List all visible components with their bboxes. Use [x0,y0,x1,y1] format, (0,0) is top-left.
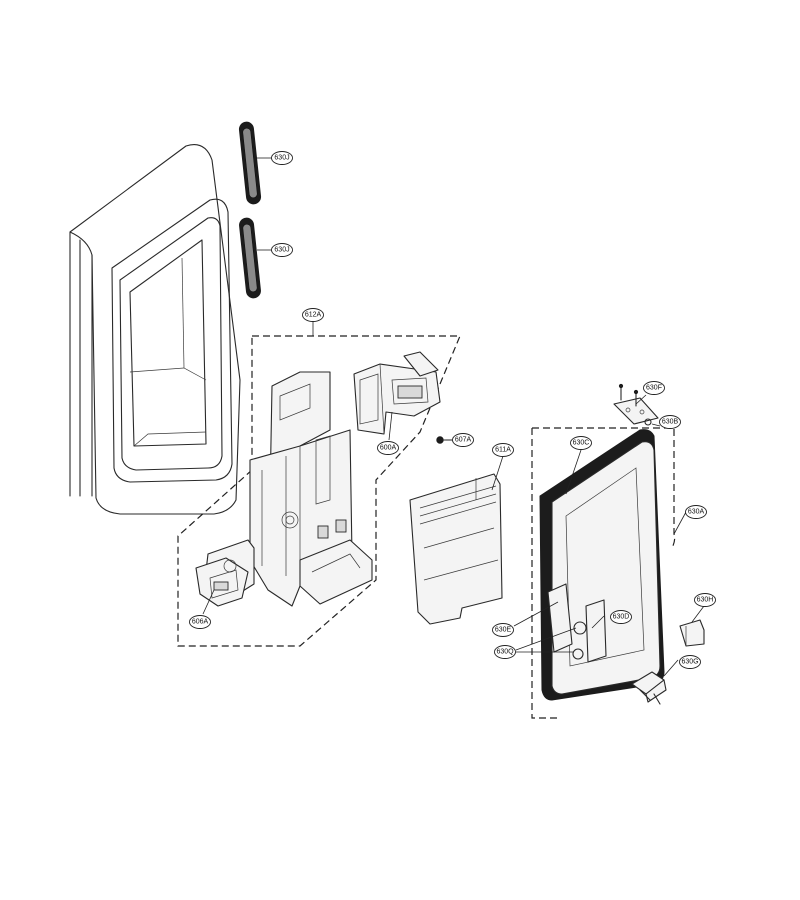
callout-label: 630B [662,419,679,426]
motor-606a [195,539,255,607]
callout-630a: 630A [685,505,707,519]
callout-label: 600A [380,445,397,452]
callout-label: 630J [274,247,289,254]
callout-label: 630Q [496,649,514,656]
callout-label: 611A [495,447,511,454]
ice-maker-600a [353,351,441,435]
refrigerator-door [69,144,241,515]
bottom-bracket-630g [631,671,667,705]
callout-label: 612A [305,312,322,319]
ice-door-630a [539,429,665,701]
callout-630h: 630H [694,593,716,607]
callout-label: 630C [573,440,590,447]
assembly-boundary-612a [177,335,461,647]
callout-630e: 630E [492,623,514,637]
callout-600a: 600A [377,441,399,455]
callout-label: 630E [495,627,512,634]
callout-label: 630D [613,614,630,621]
callout-label: 630H [697,597,714,604]
callout-label: 630J [274,155,289,162]
dispenser-housing-612a [249,371,373,607]
gasket-630j-mid [239,217,261,299]
callout-630q: 630Q [494,645,516,659]
callout-label: 606A [192,619,209,626]
callout-630b: 630B [659,415,681,429]
callout-611a: 611A [492,443,514,457]
callout-607a: 607A [452,433,474,447]
callout-label: 630G [681,659,698,666]
callout-630d: 630D [610,610,632,624]
callout-612a: 612A [302,308,324,322]
callout-630j-mid: 630J [271,243,293,257]
callout-606a: 606A [189,615,211,629]
gasket-630j-top [238,121,262,205]
leader-lines [202,157,705,677]
top-hinge-630f [613,383,659,426]
callout-label: 630F [646,385,662,392]
chute-cover-611a [409,473,503,625]
callout-630f: 630F [643,381,665,395]
callout-630j-top: 630J [271,151,293,165]
callout-630g: 630G [679,655,701,669]
door-latch-630d [572,599,607,663]
callout-label: 607A [455,437,472,444]
callout-label: 630A [688,509,705,516]
callout-630c: 630C [570,436,592,450]
door-hinge-630e [547,583,573,653]
clip-630h [679,619,705,647]
